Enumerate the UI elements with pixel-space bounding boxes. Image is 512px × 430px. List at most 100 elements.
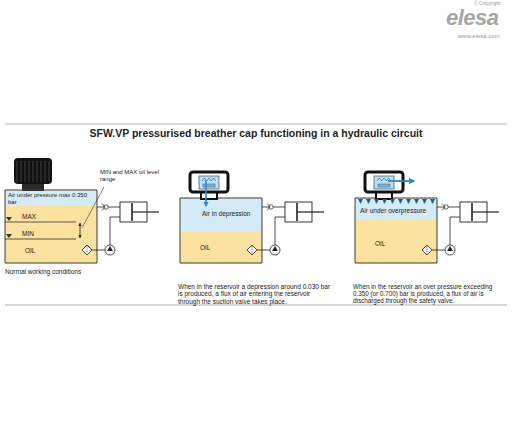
breather-cap-closed (14, 158, 52, 191)
oil-band: OIL (5, 206, 97, 263)
illustration-path (414, 199, 419, 204)
illustration-path (110, 217, 120, 245)
illustration-line (427, 246, 428, 254)
band-text: OIL (375, 240, 405, 247)
diagram-title: SFW.VP pressurised breather cap function… (0, 127, 512, 139)
level-triangle (6, 234, 12, 238)
illustration-circle (445, 245, 455, 255)
illustration-path (390, 199, 395, 204)
illustration-rect (378, 184, 390, 187)
illustration-g (190, 172, 228, 206)
illustration-circle (269, 205, 273, 209)
illustration-line (48, 161, 49, 182)
band-text: Air under pressure max 0.350 bar (8, 192, 94, 205)
illustration-path (377, 178, 391, 181)
illustration-circle (444, 205, 448, 209)
illustration-rect (120, 202, 147, 222)
illustration-path (406, 199, 411, 204)
illustration-path (442, 204, 445, 211)
illustration-line (32, 161, 33, 182)
illustration-g (247, 202, 324, 255)
illustration-path (447, 246, 453, 251)
illustration-path (437, 207, 460, 208)
illustration-line (472, 211, 499, 212)
air-band: Air under pressure max 0.350 bar (5, 190, 97, 206)
illustration-line (16, 161, 17, 182)
logo-word: elesa (446, 5, 499, 30)
panel-caption: Normal working conditions (5, 268, 145, 275)
max-line (5, 222, 76, 223)
min-line (5, 239, 76, 240)
overpressure-marks (358, 199, 435, 204)
air-band: Air in depression (180, 198, 262, 232)
illustration-line (87, 246, 88, 254)
air-band: Air under overpressure (355, 198, 437, 220)
oil-band: OIL (355, 220, 437, 263)
illustration-line (297, 211, 324, 212)
tank-outlines (5, 190, 437, 263)
illustration-path (430, 199, 435, 204)
illustration-rect (199, 176, 219, 189)
illustration-line (132, 211, 159, 212)
illustration-path (180, 198, 262, 263)
level-triangle (6, 217, 12, 221)
level-marks (5, 187, 104, 239)
illustration-path (432, 250, 445, 251)
illustration-line (388, 180, 414, 182)
illustration-path (257, 250, 270, 251)
rule-line (5, 124, 507, 125)
band-text: Air under overpressure (360, 207, 435, 214)
illustration-path (267, 204, 270, 211)
illustration-path (422, 199, 427, 204)
illustration-path (107, 246, 113, 251)
illustration-circle (104, 205, 108, 209)
illustration-line (24, 161, 25, 182)
illustration-line (40, 161, 41, 182)
illustration-path (82, 245, 92, 255)
illustration-rect (374, 176, 394, 189)
callout-note: MIN and MAX oil level range (100, 169, 160, 183)
illustration-path (262, 207, 285, 208)
illustration-rect (376, 191, 392, 199)
illustration-path (5, 190, 97, 263)
oil-band: OIL (180, 232, 262, 263)
illustration-path (272, 246, 278, 251)
cap-ribs (17, 161, 49, 182)
illustration-path (92, 250, 105, 251)
range-arrow (80, 223, 81, 238)
band-text: OIL (200, 244, 230, 251)
illustration-line (20, 161, 21, 182)
illustration-path (382, 199, 387, 204)
cap-knob (14, 158, 52, 184)
illustration-line (36, 161, 37, 182)
illustration-rect (285, 202, 312, 222)
illustration-path (450, 217, 460, 245)
illustration-rect (201, 191, 217, 199)
illustration-path (102, 204, 105, 211)
illustration-line (471, 203, 473, 221)
panel-caption: When in the reservoir a depression aroun… (178, 283, 333, 305)
illustration-line (252, 246, 253, 254)
illustration-path (202, 178, 216, 181)
illustration-circle (270, 245, 280, 255)
illustration-line (131, 203, 133, 221)
illustration-path (355, 198, 437, 263)
illustration-line (296, 203, 298, 221)
illustration-line (28, 161, 29, 182)
leader-line (82, 187, 104, 228)
illustration-path (275, 217, 285, 245)
illustration-path (358, 199, 363, 204)
illustration-line (44, 161, 45, 182)
level-label: MIN (22, 230, 34, 237)
illustration-g (422, 202, 499, 255)
illustration-path (366, 199, 371, 204)
illustration-g (82, 202, 159, 255)
band-text: OIL (25, 247, 55, 254)
cap-neck (22, 183, 44, 191)
illustration-g (365, 172, 414, 199)
illustration-path (398, 199, 403, 204)
illustration-path (374, 199, 379, 204)
